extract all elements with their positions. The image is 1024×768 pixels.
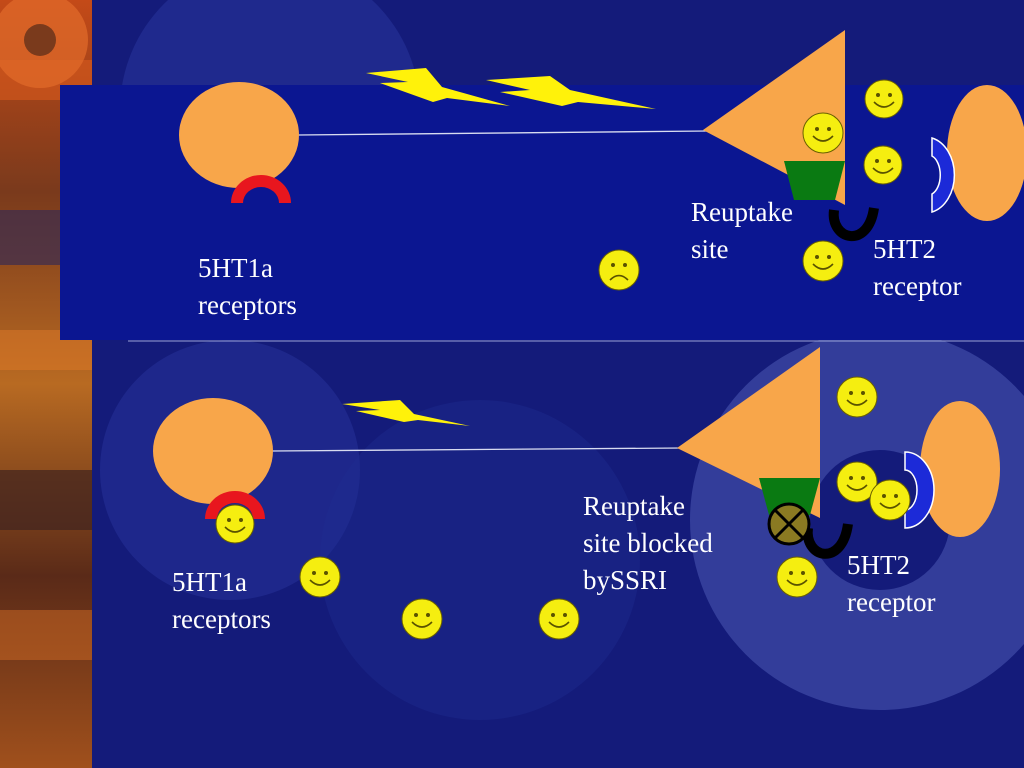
- bottom-reuptake-label-line2: site blocked: [583, 528, 713, 558]
- bottom-reuptake-label-line3: bySSRI: [583, 565, 668, 595]
- 5ht2-receptor-icon: [931, 136, 956, 214]
- top-5ht2-label-line1: 5HT2: [873, 234, 936, 264]
- top-panel: [60, 30, 1024, 340]
- ssri-block-icon: [767, 502, 811, 546]
- serotonin-happy-icon: [836, 376, 878, 418]
- top-5ht1a-label-line2: receptors: [198, 290, 297, 320]
- bottom-5ht1a-label: 5HT1a receptors: [172, 564, 271, 638]
- serotonin-sad-icon: [598, 249, 640, 291]
- serotonin-happy-icon: [869, 479, 911, 521]
- bottom-5ht1a-label-line2: receptors: [172, 604, 271, 634]
- top-reuptake-label-line1: Reuptake: [691, 197, 793, 227]
- lightning-bolt-icon: [486, 76, 656, 109]
- bottom-5ht2-label-line1: 5HT2: [847, 550, 910, 580]
- presynaptic-soma: [179, 82, 299, 188]
- bottom-5ht2-label: 5HT2 receptor: [847, 547, 935, 621]
- serotonin-happy-icon: [864, 79, 904, 119]
- serotonin-happy-icon: [802, 112, 844, 154]
- serotonin-happy-icon: [836, 461, 878, 503]
- serotonin-happy-icon: [299, 556, 341, 598]
- presynaptic-soma: [153, 398, 273, 504]
- axon-terminal: [677, 347, 820, 518]
- reuptake-site: [759, 478, 820, 515]
- 5ht1a-receptor-icon: [231, 175, 291, 203]
- serotonin-happy-icon: [776, 556, 818, 598]
- top-5ht2-label-line2: receptor: [873, 271, 962, 301]
- bottom-reuptake-label-line1: Reuptake: [583, 491, 685, 521]
- top-5ht1a-label-line1: 5HT1a: [198, 253, 273, 283]
- lightning-bolt-icon: [342, 400, 470, 426]
- serotonin-happy-icon: [401, 598, 443, 640]
- bottom-5ht1a-label-line1: 5HT1a: [172, 567, 247, 597]
- background-gear-icon: [320, 400, 640, 720]
- 5ht1a-receptor-icon: [205, 491, 265, 519]
- serotonin-happy-icon: [863, 145, 903, 185]
- axon-line: [297, 130, 709, 136]
- serotonin-happy-icon: [802, 240, 844, 282]
- lightning-bolt-icon: [366, 68, 510, 106]
- bottom-reuptake-label: Reuptake site blocked bySSRI: [583, 488, 713, 599]
- postsynaptic-neuron: [920, 401, 1000, 537]
- axon-line: [271, 447, 683, 452]
- top-reuptake-label-line2: site: [691, 234, 729, 264]
- top-5ht1a-label: 5HT1a receptors: [198, 250, 297, 324]
- reuptake-arrow-icon: [828, 206, 879, 242]
- serotonin-bound-icon: [215, 504, 255, 544]
- postsynaptic-neuron: [947, 85, 1024, 221]
- reuptake-arrow-icon: [802, 523, 853, 559]
- reuptake-site: [784, 161, 845, 200]
- 5ht2-receptor-icon: [904, 451, 935, 529]
- bottom-5ht2-label-line2: receptor: [847, 587, 936, 617]
- serotonin-happy-icon: [538, 598, 580, 640]
- top-5ht2-label: 5HT2 receptor: [873, 231, 961, 305]
- bottom-panel: [153, 347, 1000, 640]
- top-reuptake-label: Reuptake site: [691, 194, 793, 268]
